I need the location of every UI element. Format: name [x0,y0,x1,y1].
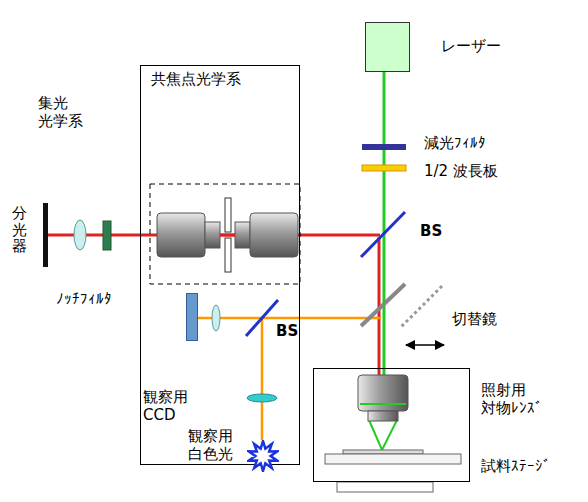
lens [247,394,277,402]
bs-label: BS [420,222,442,240]
objective [368,411,398,421]
laser-box: レーザー [365,22,410,72]
objective [235,222,250,248]
plate-label: 1/2 波長板 [424,162,498,180]
observation-beam [196,317,381,320]
star-shape [247,440,279,472]
stage-base [337,482,433,492]
objective [205,222,220,248]
beam-splitter [246,300,278,336]
move-arrow [406,344,444,346]
lens [212,305,220,331]
collecting-lens [74,220,86,250]
light-source: 観察用 白色光 [247,440,279,472]
slit [43,203,48,267]
objective-label: 照射用 対物ﾚﾝｽﾞ [481,381,559,417]
pinhole [225,198,231,232]
confocal-frame [150,184,300,284]
nd-filter [362,144,406,150]
ccd-box: 観察用 CCD [186,293,198,341]
pinhole [225,238,231,272]
laser-beam [383,72,386,375]
laser-label: レーザー [441,37,501,55]
beam-splitter [361,212,405,257]
beams [45,72,397,450]
half-wave-plate [362,165,406,171]
objective-band [360,403,406,405]
filter-label: 減光ﾌｨﾙﾀ [424,134,486,152]
notch-filter [103,221,111,250]
stage-plate [325,454,461,464]
raman-beam [220,234,235,237]
panel-title: 共焦点光学系 [151,70,241,88]
bs-label: BS [276,322,298,340]
optics-label: 集光 光学系 [38,94,88,130]
objective [250,213,298,257]
switch-mirror [361,284,405,326]
star-outline [249,441,278,471]
objective [358,375,408,411]
light-label: 観察用 白色光 [188,427,239,463]
focus-cone [369,420,397,450]
objective [157,213,205,257]
spectrometer-label: 分光器 [12,205,27,255]
sample [343,450,423,454]
stage-box: 照射用 対物ﾚﾝｽﾞ試料ｽﾃｰｼﾞ [313,368,470,482]
ccd-label: 観察用 CCD [143,388,203,424]
stage-label: 試料ｽﾃｰｼﾞ [481,457,551,475]
filter-label: ﾉｯﾁﾌｨﾙﾀ [56,290,112,308]
observation-beam [261,318,264,440]
switch-mirror-alt [400,286,442,328]
panel-box: 共焦点光学系観察用 CCD観察用 白色光 [140,65,300,465]
mirror-label: 切替鏡 [452,310,497,328]
